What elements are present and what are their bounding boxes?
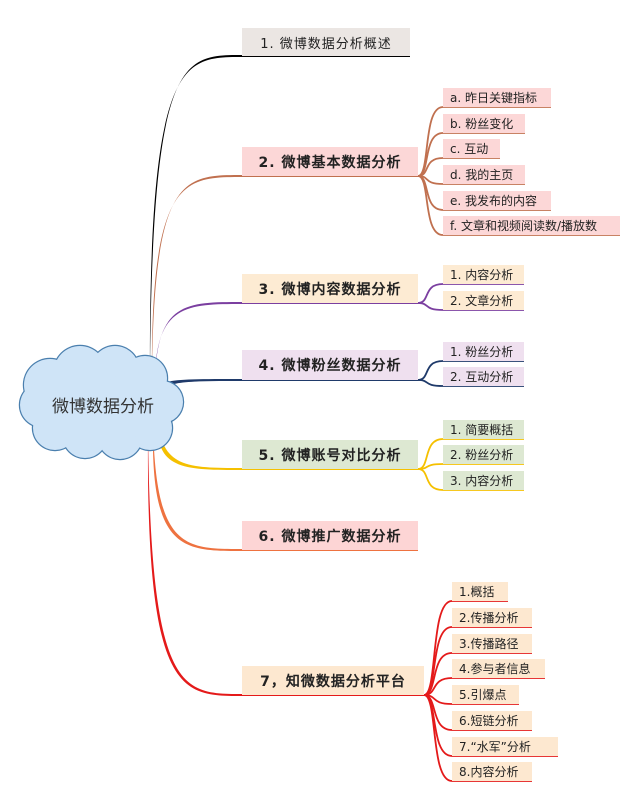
child-connector	[417, 157, 500, 177]
child-connector	[423, 626, 532, 696]
child-connector	[417, 283, 524, 304]
child-node[interactable]: 2. 互动分析	[443, 367, 524, 386]
branch-node-5[interactable]: 5. 微博账号对比分析	[242, 440, 418, 469]
child-node[interactable]: 2. 粉丝分析	[443, 445, 524, 464]
child-connector	[417, 379, 524, 387]
child-node[interactable]: 1. 简要概括	[443, 420, 524, 439]
child-node[interactable]: 1.概括	[452, 582, 508, 601]
child-node[interactable]: 7.“水军”分析	[452, 737, 558, 756]
branch-node-7[interactable]: 7，知微数据分析平台	[242, 666, 424, 695]
child-node[interactable]: c. 互动	[443, 139, 500, 158]
child-connector	[417, 302, 524, 311]
branch-node-6[interactable]: 6. 微博推广数据分析	[242, 521, 418, 550]
branch-connector	[161, 379, 242, 395]
child-node[interactable]: e. 我发布的内容	[443, 191, 551, 210]
child-node[interactable]: 2. 文章分析	[443, 291, 524, 310]
central-topic[interactable]: 微博数据分析	[52, 396, 154, 417]
child-node[interactable]: 6.短链分析	[452, 711, 532, 730]
child-connector	[423, 694, 532, 782]
child-node[interactable]: 2.传播分析	[452, 608, 532, 627]
child-connector	[417, 175, 620, 236]
child-connector	[423, 677, 545, 696]
child-node[interactable]: 5.引爆点	[452, 685, 519, 704]
child-node[interactable]: 4.参与者信息	[452, 659, 545, 678]
child-node[interactable]: 3. 内容分析	[443, 471, 524, 490]
child-node[interactable]: 1. 粉丝分析	[443, 342, 524, 361]
child-node[interactable]: 8.内容分析	[452, 762, 532, 781]
branch-node-1[interactable]: 1. 微博数据分析概述	[242, 28, 410, 56]
child-node[interactable]: 3.传播路径	[452, 634, 532, 653]
child-node[interactable]: 1. 内容分析	[443, 265, 524, 284]
branch-node-4[interactable]: 4. 微博粉丝数据分析	[242, 350, 418, 380]
child-connector	[417, 468, 524, 491]
branch-node-3[interactable]: 3. 微博内容数据分析	[242, 274, 418, 303]
child-node[interactable]: d. 我的主页	[443, 165, 525, 184]
child-connector	[417, 360, 524, 381]
child-node[interactable]: f. 文章和视频阅读数/播放数	[443, 216, 620, 235]
child-node[interactable]: b. 粉丝变化	[443, 114, 525, 133]
child-node[interactable]: a. 昨日关键指标	[443, 88, 551, 107]
branch-node-2[interactable]: 2. 微博基本数据分析	[242, 147, 418, 176]
